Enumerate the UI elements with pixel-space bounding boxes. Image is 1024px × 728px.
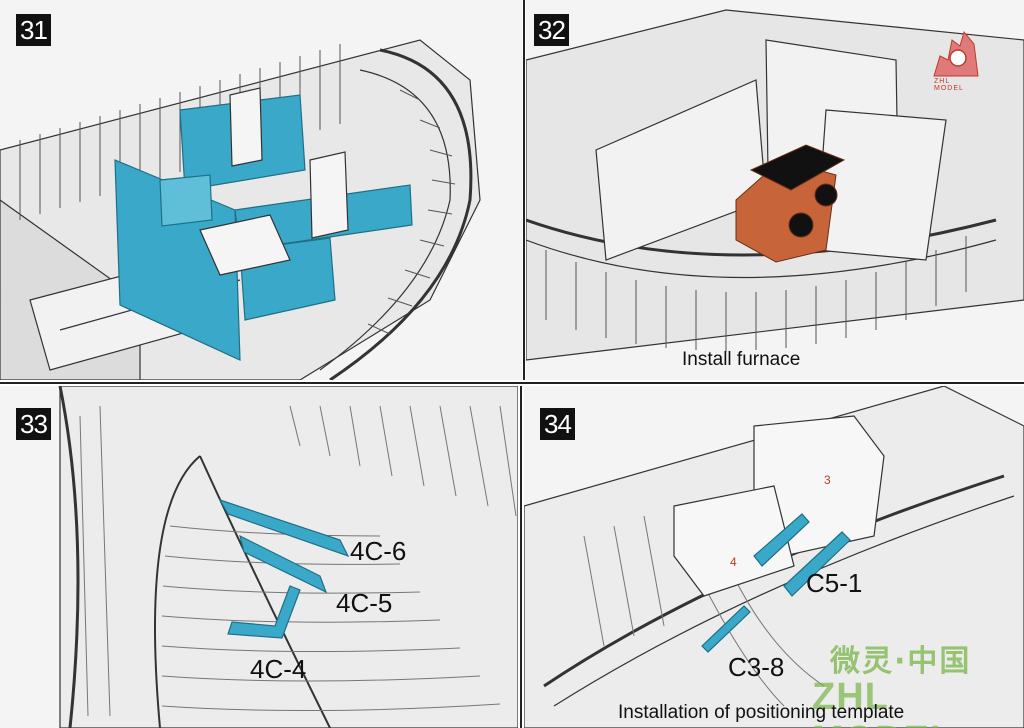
step-33-panel: 33 4C-6 4C-5 4C-4 (0, 386, 518, 728)
template-number-4: 4 (730, 555, 737, 569)
vertical-divider (520, 386, 522, 728)
template-number-3: 3 (824, 473, 831, 487)
hull-frames-drawing (0, 39, 481, 380)
watermark-chinese: 微灵·中国 (830, 644, 972, 679)
logo: ZHL MODEL (930, 26, 982, 92)
dragon-logo-icon (933, 30, 979, 77)
part-label-c5-1: C5-1 (806, 568, 863, 598)
step-31-panel: 31 (0, 0, 522, 380)
bow-frames-drawing (58, 386, 518, 728)
step-caption: Install furnace (682, 349, 801, 370)
step-caption: Installation of positioning template (618, 702, 905, 723)
part-label-c3-8: C3-8 (728, 652, 785, 682)
step-32-panel: 32 ZHL MODEL Install furnace (526, 0, 1024, 380)
part-label-4c-4: 4C-4 (250, 654, 307, 684)
part-label-4c-5: 4C-5 (336, 588, 393, 618)
positioning-template-drawing: 3 4 (524, 386, 1024, 728)
step-34-panel: 3 4 34 C5-1 C3-8 微灵·中国 ZHL MODEL Install… (524, 386, 1024, 728)
step-number: 34 (540, 408, 575, 440)
logo-text: ZHL MODEL (934, 78, 964, 92)
part-label-4c-6: 4C-6 (350, 536, 407, 566)
horizontal-divider (0, 382, 1024, 384)
step-number: 33 (16, 408, 51, 440)
step-number: 31 (16, 14, 51, 46)
galley-drawing (526, 9, 1024, 361)
vertical-divider (523, 0, 525, 380)
watermark-english: ZHL MODEL (812, 676, 953, 728)
step-number: 32 (534, 14, 569, 46)
